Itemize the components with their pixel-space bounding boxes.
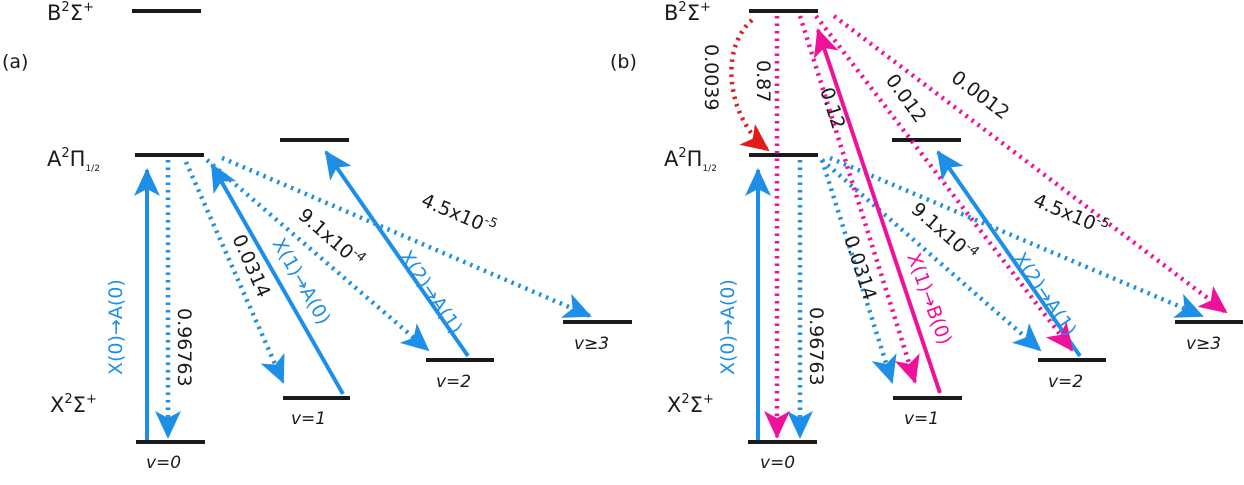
- pump-arrow-x2-a1: [324, 150, 470, 358]
- decay-arrow-b0-a0: [729, 18, 770, 152]
- branch-label-b0-x2: 0.012: [881, 70, 931, 127]
- pump-arrow-x1-a0: [210, 163, 345, 395]
- panel-b: (b) B2Σ+ A2Π1/2 X2Σ+ v=0 v=1 v=2 v≥3: [610, 0, 1243, 473]
- decay-arrow-a0-x2: [820, 158, 1042, 352]
- branch-label-a0-x1: 0.0314: [839, 233, 880, 303]
- panel-a: (a) B2Σ+ A2Π1/2 X2Σ+ v=0 v=1 v=2 v≥3: [2, 0, 632, 473]
- branch-label-a0-x3: 4.5x10-5: [1030, 188, 1112, 241]
- branch-label-a0-x2-mantissa: 9.1x10: [907, 198, 971, 258]
- state-b-letter: B: [664, 1, 678, 25]
- level-label-v0: v=0: [146, 453, 181, 473]
- pump-arrow-x1-b0: [813, 28, 942, 394]
- level-label-v1: v=1: [904, 409, 939, 429]
- decay-arrow-a0-x3: [221, 155, 592, 319]
- panel-a-label: (a): [2, 51, 28, 73]
- level-label-v0: v=0: [760, 453, 795, 473]
- pump-label-x2-a1: X(2)→A(1): [1009, 248, 1081, 340]
- decay-arrow-b0-x2: [814, 14, 1074, 352]
- decay-arrow-a0-x1: [819, 159, 897, 384]
- level-label-v3: v≥3: [574, 334, 609, 354]
- state-a-label: A2Π1/2: [47, 146, 100, 174]
- state-x-label: X2Σ+: [50, 392, 97, 417]
- pump-label-x0-a0: X(0)→A(0): [105, 279, 127, 375]
- state-b-letter: B: [47, 1, 61, 25]
- branch-label-b0-x1: 0.12: [815, 85, 849, 132]
- branch-label-a0-x3-exponent: -5: [1094, 213, 1112, 232]
- branch-label-a0-x2: 9.1x10-4: [294, 203, 369, 273]
- branch-label-a0-x0: 0.96763: [173, 308, 195, 387]
- state-a-label: A2Π1/2: [664, 146, 717, 174]
- level-label-v3: v≥3: [1186, 334, 1221, 354]
- branch-label-a0-x0: 0.96763: [805, 307, 827, 386]
- state-x-letter: X: [50, 393, 64, 417]
- branch-label-a0-x3-mantissa: 4.5x10: [1030, 189, 1099, 235]
- branch-label-a0-x3-exponent: -5: [482, 213, 500, 232]
- level-label-v1: v=1: [291, 409, 326, 429]
- state-x-letter: X: [667, 393, 681, 417]
- level-label-v2: v=2: [436, 372, 471, 392]
- state-a-letter: A: [47, 147, 62, 171]
- branch-label-a0-x3: 4.5x10-5: [418, 188, 500, 241]
- branch-label-a0-x3-mantissa: 4.5x10: [418, 189, 487, 235]
- state-b-label: B2Σ+: [664, 0, 711, 25]
- decay-arrow-a0-x1: [183, 161, 286, 384]
- branch-label-b0-a0: 0.0039: [700, 44, 722, 110]
- panel-b-label: (b): [610, 51, 637, 73]
- state-x-label: X2Σ+: [667, 392, 714, 417]
- branch-label-b0-x0: 0.87: [752, 60, 774, 102]
- branch-label-b0-x3: 0.0012: [947, 66, 1013, 124]
- level-label-v2: v=2: [1048, 372, 1083, 392]
- branch-label-a0-x2-mantissa: 9.1x10: [294, 204, 358, 264]
- state-a-letter: A: [664, 147, 679, 171]
- state-b-label: B2Σ+: [47, 0, 94, 25]
- pump-label-x0-a0: X(0)→A(0): [717, 279, 739, 375]
